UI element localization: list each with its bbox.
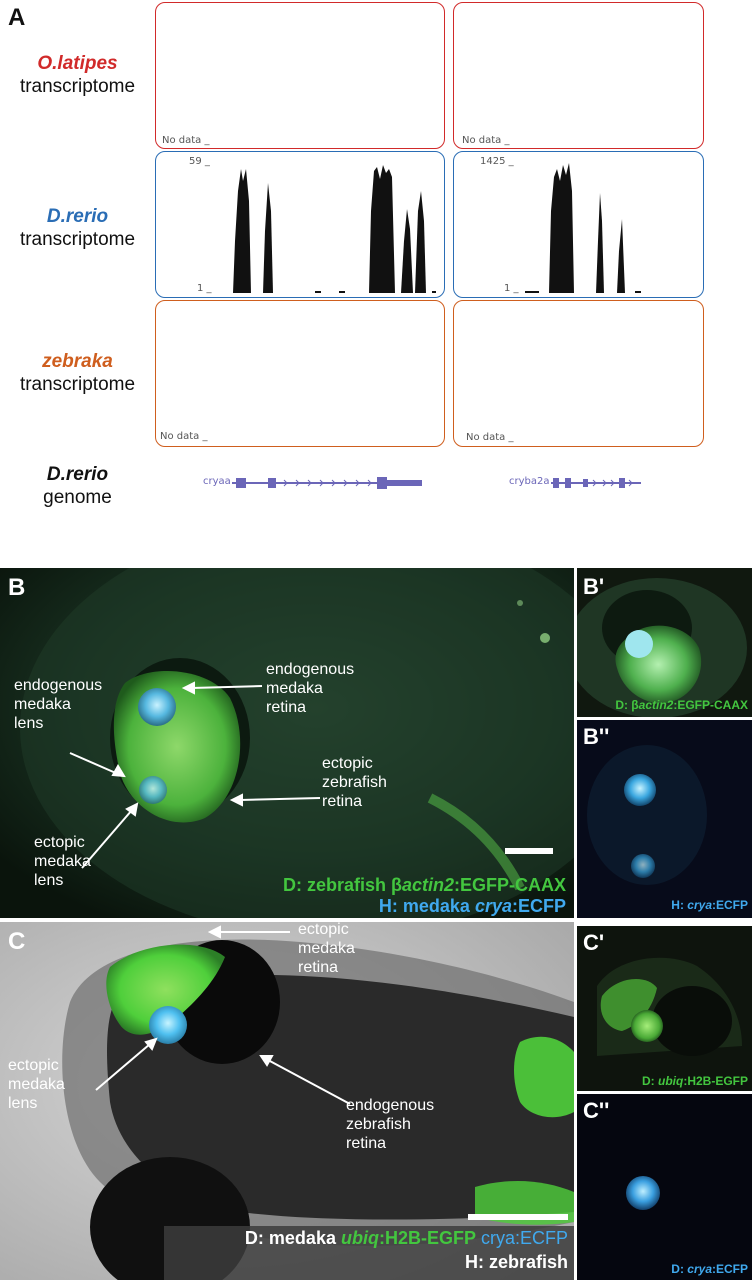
annotation-ectopic-medaka-retina: ectopic medaka retina — [298, 922, 355, 976]
panel-c1-caption: D: ubiq:H2B-EGFP — [642, 1074, 748, 1088]
annotation-endogenous-medaka-retina: endogenous medaka retina — [266, 661, 355, 716]
annotation-ectopic-medaka-lens: ectopic medaka lens — [8, 1057, 65, 1112]
caption-gene: ubiq — [340, 1228, 379, 1248]
row-label-drerio-genome: D.rerio genome — [0, 463, 155, 509]
panel-a-letter: A — [8, 4, 26, 31]
caption-text: H: — [671, 898, 688, 912]
gene-model-cryaa — [232, 477, 422, 489]
track-drerio-cryaa: 59 _ 1 _ — [155, 151, 445, 298]
panel-c1-photo: C' D: ubiq:H2B-EGFP — [577, 926, 752, 1091]
panel-c2-letter: C'' — [583, 1098, 610, 1123]
panel-b1-photo: B' D: βactin2:EGFP-CAAX — [577, 568, 752, 717]
caption-text: D: β — [615, 698, 639, 712]
panel-b1-letter: B' — [583, 574, 605, 599]
scale-bar — [505, 848, 553, 854]
zebrafish-larva-image — [0, 922, 574, 1280]
species-drerio: D.rerio — [46, 206, 109, 227]
annotation-ectopic-zebrafish-retina: ectopic zebrafish retina — [322, 755, 387, 810]
panel-c-caption-box — [164, 1226, 574, 1280]
coverage-histogram — [524, 162, 641, 293]
panel-c-caption-donor: D: medaka ubiq:H2B-EGFP crya:ECFP — [245, 1228, 568, 1249]
species-olatipes: O.latipes — [37, 53, 118, 74]
caption-gene: actin2 — [638, 698, 674, 712]
species-drerio-genome: D.rerio — [46, 464, 109, 485]
no-data-label: No data _ — [160, 431, 208, 442]
species-zebraka: zebraka — [42, 351, 113, 372]
gene-label-cryba2a: cryba2a — [509, 476, 550, 487]
panel-c1-letter: C' — [583, 930, 605, 955]
panel-b-caption-host: H: medaka crya:ECFP — [379, 896, 566, 917]
medaka-embryo-image — [0, 568, 574, 918]
min-label: 1 _ — [504, 283, 519, 294]
panel-c2-caption: D: crya:ECFP — [671, 1262, 748, 1276]
no-data-label: No data _ — [466, 432, 514, 443]
kind-zebraka: transcriptome — [19, 374, 136, 395]
annotation-endogenous-medaka-lens: endogenous medaka lens — [14, 677, 103, 732]
panel-c-caption-host: H: zebrafish — [464, 1252, 568, 1272]
caption-gene: crya — [474, 896, 512, 916]
panel-b2-letter: B'' — [583, 724, 610, 749]
caption-text: crya:ECFP — [475, 1228, 568, 1248]
annotation-ectopic-medaka-lens: ectopic medaka lens — [34, 834, 91, 889]
panel-c-photo: C ectopic medaka retina ectopic medaka l… — [0, 922, 574, 1280]
caption-text: D: zebrafish β — [282, 875, 402, 895]
panel-c-letter: C — [8, 928, 26, 955]
coverage-peaks — [524, 162, 641, 293]
b1-image — [577, 578, 747, 717]
caption-gene: ubiq — [658, 1074, 684, 1088]
panel-b2-caption: H: crya:ECFP — [671, 898, 748, 912]
panel-b-letter: B — [8, 574, 26, 601]
scale-bar — [468, 1214, 568, 1220]
caption-text: D: — [642, 1074, 658, 1088]
coverage-peaks — [232, 164, 436, 293]
caption-text: H: medaka — [378, 896, 475, 916]
no-data-label: No data _ — [162, 135, 210, 146]
c2-image — [626, 1176, 660, 1210]
panel-b2-photo: B'' H: crya:ECFP — [577, 720, 752, 918]
c1-image — [597, 957, 742, 1056]
row-label-drerio: D.rerio transcriptome — [0, 205, 155, 251]
track-drerio-cryba2a: 1425 _ 1 _ — [453, 151, 704, 298]
panel-b-photo: B endogenous medaka lens endogenous meda… — [0, 568, 574, 918]
panel-b1-caption: D: βactin2:EGFP-CAAX — [615, 698, 748, 712]
gene-model-cryba2a — [551, 478, 641, 488]
caption-text: :ECFP — [712, 1262, 748, 1276]
caption-text: :EGFP-CAAX — [673, 698, 748, 712]
track-zebraka-cryaa: No data _ — [155, 300, 445, 447]
row-label-olatipes: O.latipes transcriptome — [0, 52, 155, 98]
gene-label-cryaa: cryaa — [203, 476, 231, 487]
caption-text: D: medaka — [244, 1228, 341, 1248]
kind-genome: genome — [43, 487, 112, 508]
kind-olatipes: transcriptome — [19, 76, 136, 97]
track-zebraka-cryba2a: No data _ — [453, 300, 704, 447]
caption-text: :ECFP — [712, 898, 748, 912]
caption-gene: crya — [687, 1262, 712, 1276]
annotation-endogenous-zebrafish-retina: endogenous zebrafish retina — [346, 1097, 435, 1152]
row-label-zebraka: zebraka transcriptome — [0, 350, 155, 396]
track-olatipes-cryba2a: No data _ — [453, 2, 704, 149]
max-label: 1425 _ — [480, 156, 514, 167]
kind-drerio: transcriptome — [19, 229, 136, 250]
caption-gene: actin2 — [401, 875, 454, 895]
max-label: 59 _ — [189, 156, 210, 167]
track-olatipes-cryaa: No data _ — [155, 2, 445, 149]
no-data-label: No data _ — [462, 135, 510, 146]
coverage-histogram — [232, 164, 436, 293]
min-label: 1 _ — [197, 283, 212, 294]
panel-b-caption-donor: D: zebrafish βactin2:EGFP-CAAX — [283, 875, 566, 896]
caption-text: :ECFP — [512, 896, 566, 916]
caption-gene: crya — [687, 898, 712, 912]
caption-text: :EGFP-CAAX — [454, 875, 566, 895]
caption-text: D: — [671, 1262, 688, 1276]
caption-text: :H2B-EGFP — [378, 1228, 476, 1248]
caption-text: :H2B-EGFP — [683, 1074, 748, 1088]
b2-image — [587, 745, 707, 885]
panel-c2-photo: C'' D: crya:ECFP — [577, 1094, 752, 1280]
